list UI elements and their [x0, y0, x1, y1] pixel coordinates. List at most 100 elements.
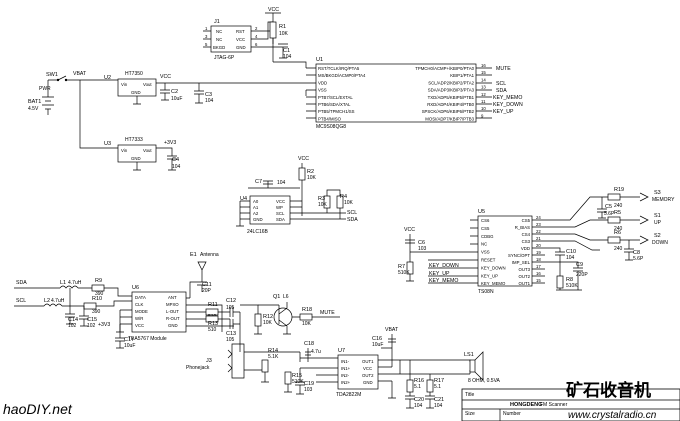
u1-left-pin-5: PTB6/SDA/XTAL: [318, 102, 351, 107]
c19-ref: C19: [304, 381, 314, 387]
r5-value: 240: [614, 226, 623, 232]
u5-left-pin-8: KEY_MEMO: [481, 281, 506, 286]
title-label: Title: [465, 392, 474, 398]
u1-right-pin-0: TPMCH0/ACMP+/KBIP0/PTA0: [415, 66, 474, 71]
r6-value: 240: [614, 246, 623, 252]
power-switch-battery: SW1 PWR BAT1 4.5V VBAT: [28, 71, 118, 149]
r16-value: 5.1: [414, 384, 421, 390]
c8-ref: C8: [633, 250, 640, 256]
svg-text:SDA: SDA: [276, 217, 285, 222]
j1-pin-nc2: NC: [216, 37, 222, 42]
r16-resistor: [406, 379, 414, 393]
u5-pin-num-5: 19: [536, 250, 541, 255]
e1-label: Antenna: [200, 252, 219, 258]
svg-text:MPXO: MPXO: [166, 302, 179, 307]
svg-text:OUT2: OUT2: [362, 373, 374, 378]
u5-left-pin-3: NC: [481, 242, 487, 247]
c2-value: 10uF: [171, 96, 182, 102]
s3-label: MEMORY: [652, 197, 675, 203]
c16-ref: C16: [372, 336, 382, 342]
r8-value: 510K: [566, 283, 578, 289]
u1-pin-num-5: 11: [481, 99, 486, 104]
r12-resistor: [254, 313, 262, 327]
mcu-u1: U1 MC9S08QG8 RST/TCLK/IRQ/PTA5MS/BKGD/AC…: [305, 57, 523, 130]
svg-text:CLK: CLK: [135, 302, 143, 307]
bat1-ref: BAT1: [28, 99, 41, 105]
r9-ref: R9: [95, 278, 102, 284]
u1-net-key-down: KEY_DOWN: [493, 102, 523, 108]
e1-ref: E1: [190, 252, 197, 258]
j1-pin-gnd: GND: [236, 45, 246, 50]
l1-value: 4.7uH: [68, 280, 82, 286]
c14-value: 102: [68, 323, 77, 329]
r12-ref: R12: [263, 314, 273, 320]
u5-left-pin-2: CDBG: [481, 234, 494, 239]
svg-text:VCC: VCC: [276, 199, 285, 204]
r17-value: 5.1: [434, 384, 441, 390]
svg-text:IN1-: IN1-: [341, 359, 350, 364]
r10-ref: R10: [92, 296, 102, 302]
c8-value: 5.6P: [633, 256, 644, 262]
r4-value: 10K: [344, 200, 354, 206]
r1-value: 10K: [279, 31, 289, 37]
size-label: Size: [465, 411, 475, 417]
r13-ref: R13: [208, 321, 218, 327]
r10-value: 390: [92, 309, 101, 315]
c1-ref: C1: [283, 48, 290, 54]
u1-left-pin-1: MS/BKGD/ACMP0/PTA4: [318, 73, 366, 78]
u1-right-pin-4: TXD/ADP5/KBIP5/PTB1: [428, 95, 475, 100]
j1-ref: J1: [214, 19, 220, 25]
c14-ref: C14: [68, 317, 78, 323]
c12-value: 105: [226, 305, 235, 311]
u5-pin-num-2: 22: [536, 229, 541, 234]
mute-transistor-q1: R12 10K Q1 L6 R18 10K MUTE: [240, 294, 340, 335]
r2-resistor: [298, 167, 306, 181]
u5-left-pin-0: CS6: [481, 218, 490, 223]
c21-value: 104: [434, 403, 443, 409]
title-block: Title HONGDENG FM Scanner Size Number: [461, 388, 680, 421]
title-value: HONGDENG: [510, 402, 542, 408]
svg-text:W/R: W/R: [135, 316, 143, 321]
r18-ref: R18: [302, 307, 312, 313]
net-vbat: VBAT: [73, 71, 87, 77]
u5-left-pin-7: KEY_UP: [481, 273, 498, 278]
u1-net-key-up: KEY_UP: [493, 109, 514, 115]
c20-value: 104: [414, 403, 423, 409]
r1-ref: R1: [279, 24, 286, 30]
u5-pin-num-4: 20: [536, 243, 541, 248]
q1-type: L6: [283, 294, 289, 300]
c11-ref: C11: [202, 282, 212, 288]
sw1-ref: SW1: [46, 72, 58, 78]
u1-pin-num-1: 15: [481, 70, 486, 75]
watermark-right-cn: 矿石收音机: [566, 380, 651, 400]
r8-ref: R8: [566, 277, 573, 283]
u2-type: HT7350: [125, 71, 143, 77]
r6-resistor: [607, 236, 621, 244]
r8-resistor: [556, 275, 564, 289]
r14-value: 5.1K: [268, 354, 279, 360]
u3-ref: U3: [104, 141, 111, 147]
svg-text:6: 6: [255, 42, 258, 47]
u2-pin-vout: Vout: [143, 82, 152, 87]
u1-right-pin-7: MOSI/ADP7/KBIP7/PTB3: [425, 116, 474, 121]
c19-value: 103: [304, 387, 313, 393]
audio-coupling: R11 510 R13 510 C12 105 C13 105: [196, 298, 241, 352]
watermark-left: haoDIY.net: [3, 401, 73, 417]
touch-pads: R19 240 C5 5.6P S3 MEMORY R5 240 S1 UP R…: [545, 187, 675, 262]
phonejack-j3: J3 Phonejack R14 5.1K R15 510K: [186, 343, 304, 393]
net-scl-in: SCL: [16, 298, 26, 304]
u5-net-key-memo: KEY_MEMO: [429, 278, 458, 284]
r5-ref: R5: [614, 210, 621, 216]
c15-value: 102: [87, 323, 96, 329]
u5-right-pin-0: CS5: [522, 218, 531, 223]
u7-ref: U7: [338, 348, 345, 354]
u5-pin-num-6: 18: [536, 257, 541, 262]
u5-pin-num-7: 17: [536, 264, 541, 269]
s2-ref: S2: [654, 233, 661, 239]
j3-ref: J3: [206, 358, 212, 364]
r6-ref: R6: [614, 230, 621, 236]
u5-right-pin-9: OUT1: [519, 281, 531, 286]
u4-net-sda: SDA: [347, 217, 358, 223]
u5-pin-num-3: 21: [536, 236, 541, 241]
r17-ref: R17: [434, 378, 444, 384]
